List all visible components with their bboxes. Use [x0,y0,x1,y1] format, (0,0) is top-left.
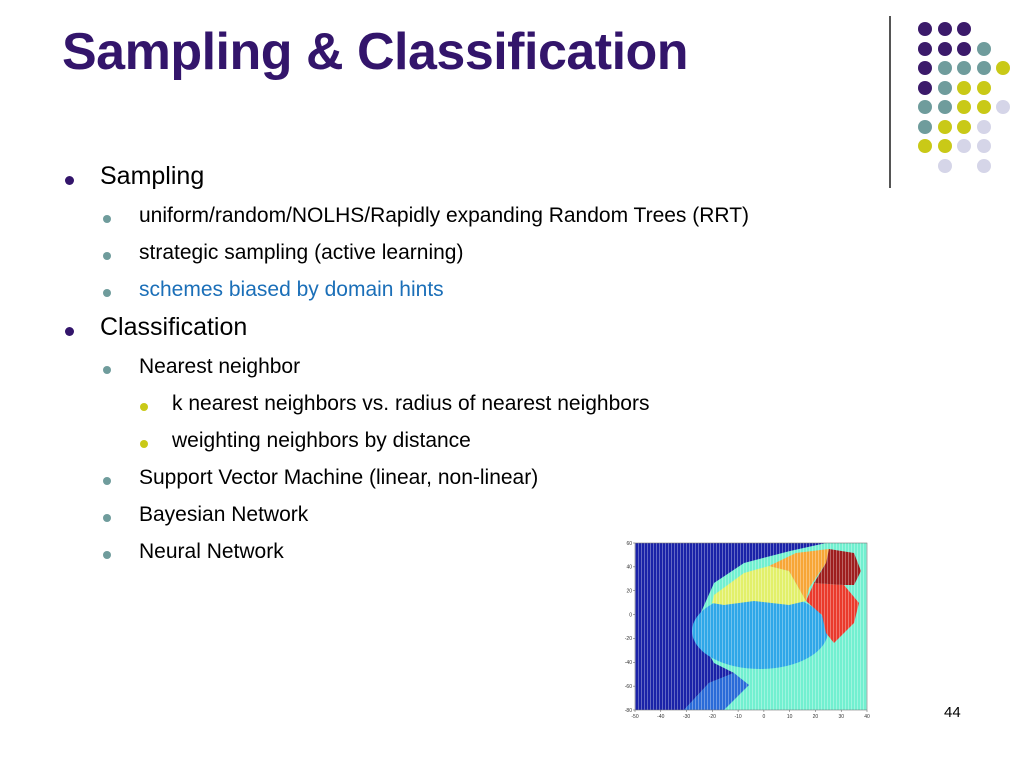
decorative-dot [937,119,952,134]
decorative-dot [976,61,991,75]
x-tick-label: -20 [709,714,716,720]
bullet-text-level-2: Bayesian Network [139,503,309,526]
decorative-dot [937,139,952,153]
y-tick-label: 60 [626,541,632,547]
x-tick-label: 10 [787,714,793,720]
y-tick-label: 40 [626,565,632,571]
bullet-text-level-1: Sampling [100,162,205,190]
bullet-marker-level-3 [140,440,148,448]
bullet-text-level-3: k nearest neighbors vs. radius of neares… [172,392,650,415]
x-tick-label: -50 [631,714,638,720]
decorative-dot [937,100,952,114]
x-tick-label: -10 [734,714,741,720]
decorative-dot [918,100,932,114]
bullet-text-level-3: weighting neighbors by distance [172,429,471,452]
decorative-dot [996,100,1010,114]
decorative-dot [976,100,991,114]
decorative-dot [918,139,932,153]
decorative-dot [937,158,952,173]
decorative-dot [976,119,991,134]
decorative-dot [976,158,991,173]
bullet-text-level-1: Classification [100,313,248,341]
slide-title: Sampling & Classification [62,23,689,81]
bullet-marker-level-1 [65,327,74,336]
decorative-dot [976,80,991,95]
decorative-dot [918,119,932,134]
bullet-text-level-2: Nearest neighbor [139,355,301,378]
y-tick-label: -20 [625,636,632,642]
classification-region-plot: -50 -40 -30 -20 -10 0 10 20 30 40 60 40 20 0 -20 -40 -60… [625,541,870,720]
bullet-marker-level-2 [103,514,111,522]
decorative-dot [976,139,991,153]
bullet-text-level-2: strategic sampling (active learning) [139,241,464,264]
decorative-dot [957,139,971,153]
bullet-marker-level-1 [65,176,74,185]
decorative-dot [937,61,952,75]
decorative-dot [996,61,1010,75]
decorative-dot [937,80,952,95]
bullet-marker-level-2 [103,252,111,260]
bullet-marker-level-2 [103,551,111,559]
page-number: 44 [944,704,961,721]
bullet-marker-level-2 [103,289,111,297]
y-tick-label: 20 [626,589,632,595]
bullet-text-level-2: Neural Network [139,540,284,563]
decorative-dot [957,100,971,114]
header-divider [889,16,891,188]
decorative-dot [976,41,991,56]
bullet-text-level-2: uniform/random/NOLHS/Rapidly expanding R… [139,204,750,227]
decorative-dot [937,22,952,36]
plot-axes: -50 -40 -30 -20 -10 0 10 20 30 40 60 40 20 0 -20 -40 -60… [625,541,870,720]
decorative-dot [918,22,932,36]
decorative-dot [957,119,971,134]
decorative-dot [937,41,952,56]
decorative-dot [918,41,932,56]
bullet-marker-level-2 [103,215,111,223]
x-tick-label: 20 [813,714,819,720]
x-tick-label: 40 [864,714,870,720]
decorative-dot [957,41,971,56]
bullet-marker-level-2 [103,477,111,485]
bullet-marker-level-3 [140,403,148,411]
bullet-marker-level-2 [103,366,111,374]
y-tick-label: -80 [625,708,632,714]
plot-regions [635,543,867,710]
y-tick-label: 0 [629,612,632,618]
decorative-dot [957,61,971,75]
x-tick-label: 0 [762,714,765,720]
y-tick-label: -60 [625,684,632,690]
y-tick-label: -40 [625,660,632,666]
decorative-dot [957,22,971,36]
x-tick-label: -30 [683,714,690,720]
decorative-dot [918,80,932,95]
bullet-text-level-2: schemes biased by domain hints [139,278,444,301]
x-tick-label: 30 [838,714,844,720]
x-tick-label: -40 [657,714,664,720]
decorative-dot [957,80,971,95]
bullet-text-level-2: Support Vector Machine (linear, non-line… [139,466,539,489]
decorative-dot [918,61,932,75]
